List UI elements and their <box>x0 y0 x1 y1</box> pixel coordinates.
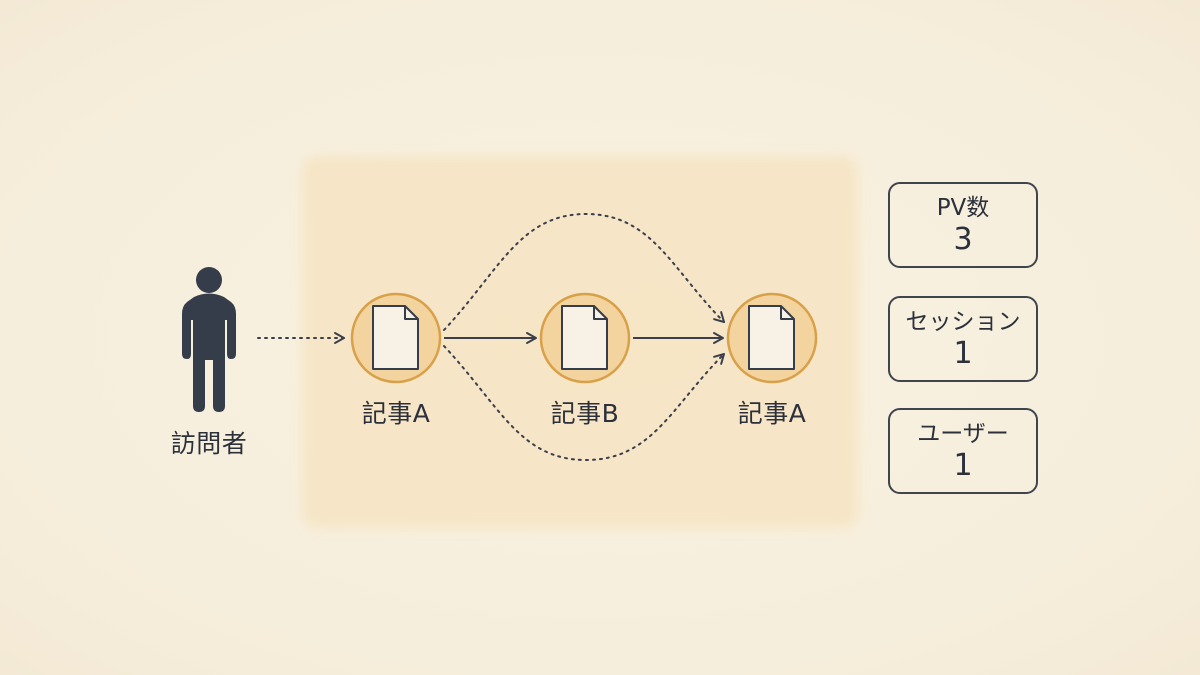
metric-value-session: 1 <box>953 336 973 371</box>
metric-value-pv: 3 <box>953 222 973 257</box>
document-icon <box>561 305 608 370</box>
upper-arc-arrow <box>443 212 725 331</box>
metric-value-user: 1 <box>953 448 973 483</box>
person-icon <box>182 267 236 412</box>
document-icon <box>748 305 795 370</box>
metric-label-user: ユーザー <box>917 421 1009 447</box>
page-node-2 <box>539 292 631 384</box>
page-label-1: 記事A <box>361 399 431 428</box>
metric-label-session: セッション <box>905 309 1021 335</box>
metric-card-user: ユーザー 1 <box>888 408 1038 494</box>
lower-arc-arrow <box>443 345 725 462</box>
page-label-2: 記事B <box>550 399 620 428</box>
page-label-3: 記事A <box>737 399 807 428</box>
page-node-1 <box>350 292 442 384</box>
document-icon <box>372 305 419 370</box>
metric-label-pv: PV数 <box>936 195 990 221</box>
page-node-3 <box>726 292 818 384</box>
visitor-label: 訪問者 <box>170 429 248 458</box>
metric-card-pv: PV数 3 <box>888 182 1038 268</box>
metric-card-session: セッション 1 <box>888 296 1038 382</box>
